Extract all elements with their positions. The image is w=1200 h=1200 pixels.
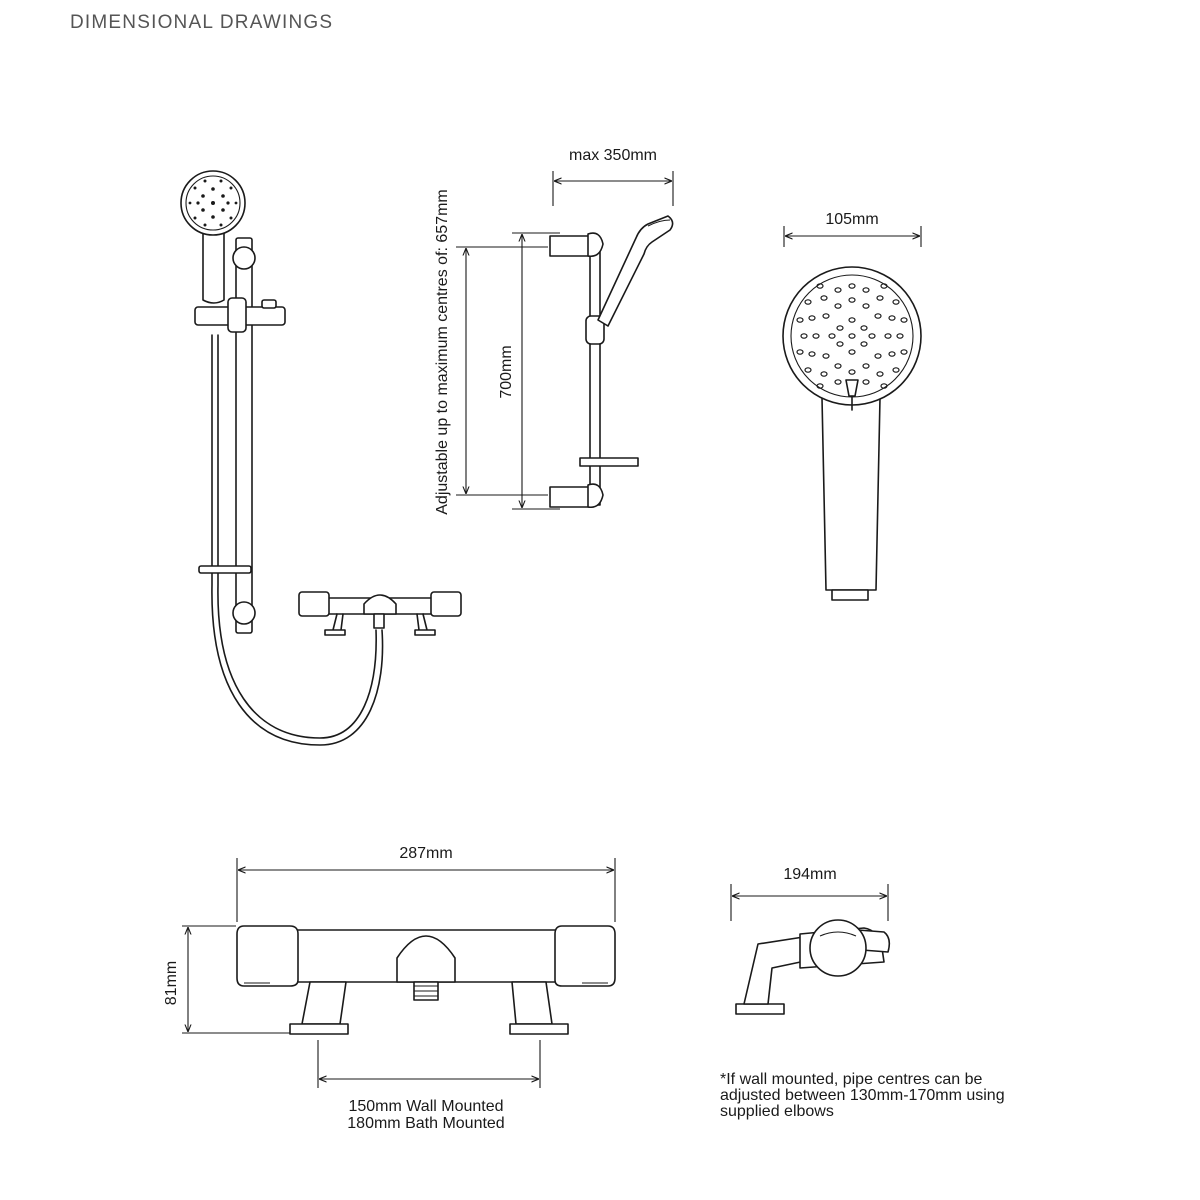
small-spray-nozzles <box>188 179 238 227</box>
wall-mount-note-line3: supplied elbows <box>720 1103 834 1120</box>
riser-rail-drawing <box>456 171 674 510</box>
wall-mount-note: *If wall mounted, pipe centres can be ad… <box>720 1072 1005 1120</box>
valve-front-drawing <box>182 858 616 1088</box>
valve-side-drawing <box>730 884 891 1015</box>
pipe-centres-bath-label: 180mm Bath Mounted <box>347 1115 504 1132</box>
handset-front-drawing <box>782 226 922 601</box>
rail-adjustable-label: Adjustable up to maximum centres of: 657… <box>434 189 451 514</box>
valve-height-label: 81mm <box>163 961 180 1005</box>
pipe-centres-wall-label: 150mm Wall Mounted <box>348 1098 503 1115</box>
spray-nozzles <box>796 283 908 389</box>
handset-width-label: 105mm <box>825 211 878 228</box>
shower-kit-drawing <box>180 170 462 746</box>
rail-max-label: max 350mm <box>569 147 657 164</box>
rail-length-label: 700mm <box>498 345 515 398</box>
valve-depth-label: 194mm <box>783 866 836 883</box>
page-title: DIMENSIONAL DRAWINGS <box>70 12 334 33</box>
wall-mount-note-line2: adjusted between 130mm-170mm using <box>720 1087 1005 1104</box>
wall-mount-note-line1: *If wall mounted, pipe centres can be <box>720 1071 983 1088</box>
valve-width-label: 287mm <box>399 845 452 862</box>
